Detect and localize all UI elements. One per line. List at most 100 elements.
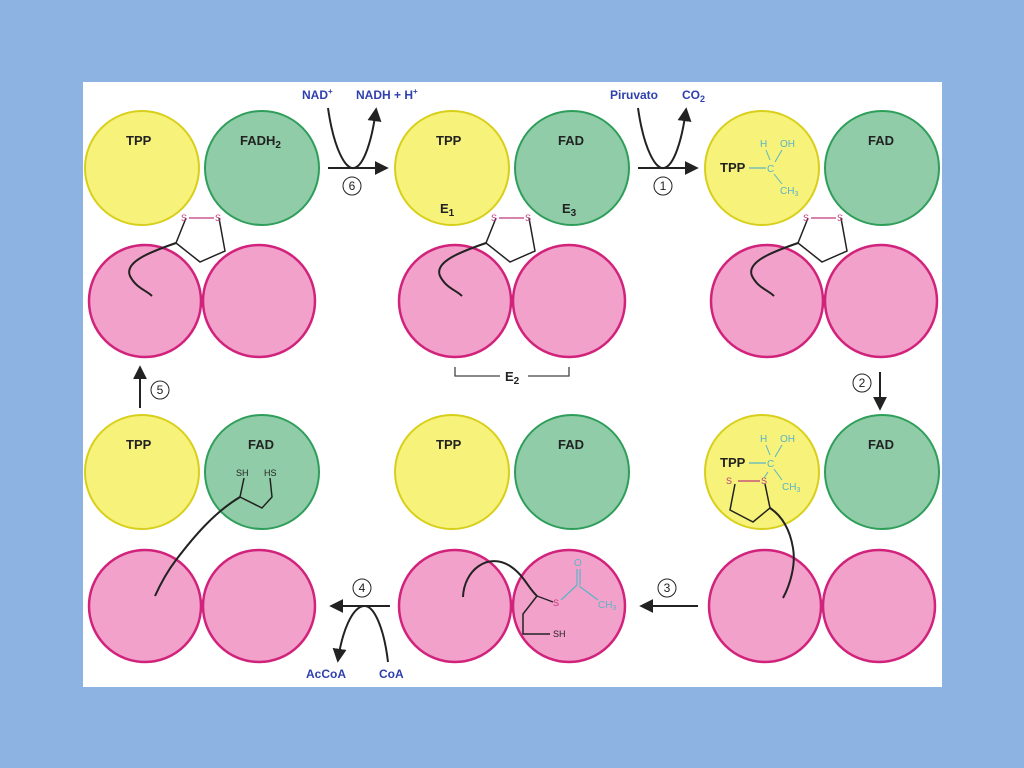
e2-right-circle	[201, 548, 317, 664]
oxygen-label: O	[574, 558, 582, 569]
tpp-e1-circle	[704, 414, 820, 530]
thiol-label: SH	[236, 468, 249, 478]
fadh2-label: FADH2	[240, 133, 281, 151]
step-5-badge	[150, 380, 170, 400]
hydroxyl-label: OH	[780, 434, 795, 445]
lipoyl-arm	[769, 507, 795, 599]
fad-label: FAD	[868, 437, 894, 452]
step-1-number: 1	[660, 179, 667, 193]
lipoyl-arm	[154, 496, 241, 597]
fad-e3-circle	[514, 110, 630, 226]
complex-state-fadh2: TPP FADH2 S S	[84, 110, 320, 359]
thioester-bond	[560, 584, 578, 601]
lipoamide-ring	[175, 217, 226, 263]
bond	[765, 149, 771, 161]
step-4-number: 4	[359, 581, 366, 595]
reduced-lipoyl-chain	[239, 477, 273, 509]
tpp-e1-circle	[84, 110, 200, 226]
sulfur-label: S	[215, 213, 221, 223]
step-4-arrow: 4	[329, 578, 390, 663]
fad-label: FAD	[868, 133, 894, 148]
methyl-label: CH3	[782, 482, 800, 494]
piruvato-label: Piruvato	[610, 88, 658, 102]
fad-label: FAD	[248, 437, 274, 452]
lipoyl-arm	[438, 242, 487, 297]
lipoyl-arm	[462, 560, 538, 598]
e2-right-circle	[823, 243, 939, 359]
hydrogen-label: H	[760, 139, 767, 150]
sulfur-label: S	[525, 213, 531, 223]
tpp-bond-label: TPP	[720, 455, 746, 470]
nadh-label: NADH + H+	[356, 87, 418, 102]
tpp-label: TPP	[126, 437, 152, 452]
e1-label: E1	[440, 201, 455, 219]
e2-right-circle	[201, 243, 317, 359]
co2-label: CO2	[682, 88, 705, 104]
bond	[773, 173, 783, 185]
complex-state-oxidized: TPP FAD E1 E3 S S E2	[394, 110, 630, 387]
lipoyl-arm	[128, 242, 177, 297]
bond	[774, 149, 783, 163]
tpp-label: TPP	[126, 133, 152, 148]
fad-e3-circle	[824, 414, 940, 530]
coa-label: CoA	[379, 667, 404, 681]
e2-left-circle	[397, 548, 513, 664]
sulfur-label: S	[837, 213, 843, 223]
step-5-arrow: 5	[133, 365, 170, 408]
lipoamide-ring	[729, 483, 771, 523]
step-2-badge	[852, 373, 872, 393]
carbon-label: C	[767, 459, 774, 470]
complex-state-hydroxyethyl-tpp: TPP C H OH CH3 FAD S S	[704, 110, 940, 359]
carbon-sulfur-bond	[536, 595, 554, 603]
dihydrolipoyl-chain	[522, 595, 550, 635]
tpp-label: TPP	[436, 437, 462, 452]
tpp-e1-circle	[394, 110, 510, 226]
accoa-label: AcCoA	[306, 667, 346, 681]
step-3-badge	[657, 578, 677, 598]
bond	[773, 468, 783, 481]
nad-label: NAD+	[302, 87, 333, 102]
sulfur-carbon-bond	[763, 471, 769, 479]
tpp-e1-circle	[84, 414, 200, 530]
methyl-bond	[578, 585, 599, 601]
e2-left-circle	[397, 243, 513, 359]
tpp-bond-label: TPP	[720, 160, 746, 175]
complex-state-dihydrolipoamide: SH HS TPP FAD	[84, 414, 320, 664]
step-2-number: 2	[859, 376, 866, 390]
fad-e3-circle	[514, 414, 630, 530]
fad-e3-circle	[204, 414, 320, 530]
complex-state-acetyl-dihydrolipoamide: S SH O CH3 TPP FAD	[394, 414, 630, 664]
e2-bracket	[454, 367, 570, 377]
complex-state-lipoamide-bound: TPP C H OH CH3 S S FAD	[704, 414, 940, 664]
e2-left-circle	[87, 548, 203, 664]
hydroxyl-label: OH	[780, 139, 795, 150]
acetyl-sulfur-label: S	[553, 598, 559, 608]
fad-e3-circle	[824, 110, 940, 226]
bond	[765, 444, 771, 456]
tpp-e1-circle	[394, 414, 510, 530]
thiol-label: HS	[264, 468, 277, 478]
lipoamide-ring	[485, 217, 536, 263]
fad-e3-circle	[204, 110, 320, 226]
sulfur-label: S	[181, 213, 187, 223]
bond	[774, 444, 783, 458]
hydrogen-label: H	[760, 434, 767, 445]
lipoyl-arm	[750, 242, 799, 297]
e2-label: E2	[505, 369, 520, 387]
thiol-label: SH	[553, 629, 566, 639]
e2-left-circle	[707, 548, 823, 664]
tpp-label: TPP	[436, 133, 462, 148]
step-4-badge	[352, 578, 372, 598]
methyl-label: CH3	[598, 600, 616, 612]
step-1-arrow: 1	[637, 107, 699, 196]
e3-label: E3	[562, 201, 577, 219]
step-3-arrow: 3	[639, 578, 698, 613]
step-2-arrow: 2	[852, 372, 887, 411]
methyl-label: CH3	[780, 186, 798, 198]
step-5-number: 5	[157, 383, 164, 397]
step-6-badge	[342, 176, 362, 196]
e2-right-circle	[821, 548, 937, 664]
sulfur-label: S	[803, 213, 809, 223]
lipoamide-ring	[797, 217, 848, 263]
e2-left-circle	[87, 243, 203, 359]
